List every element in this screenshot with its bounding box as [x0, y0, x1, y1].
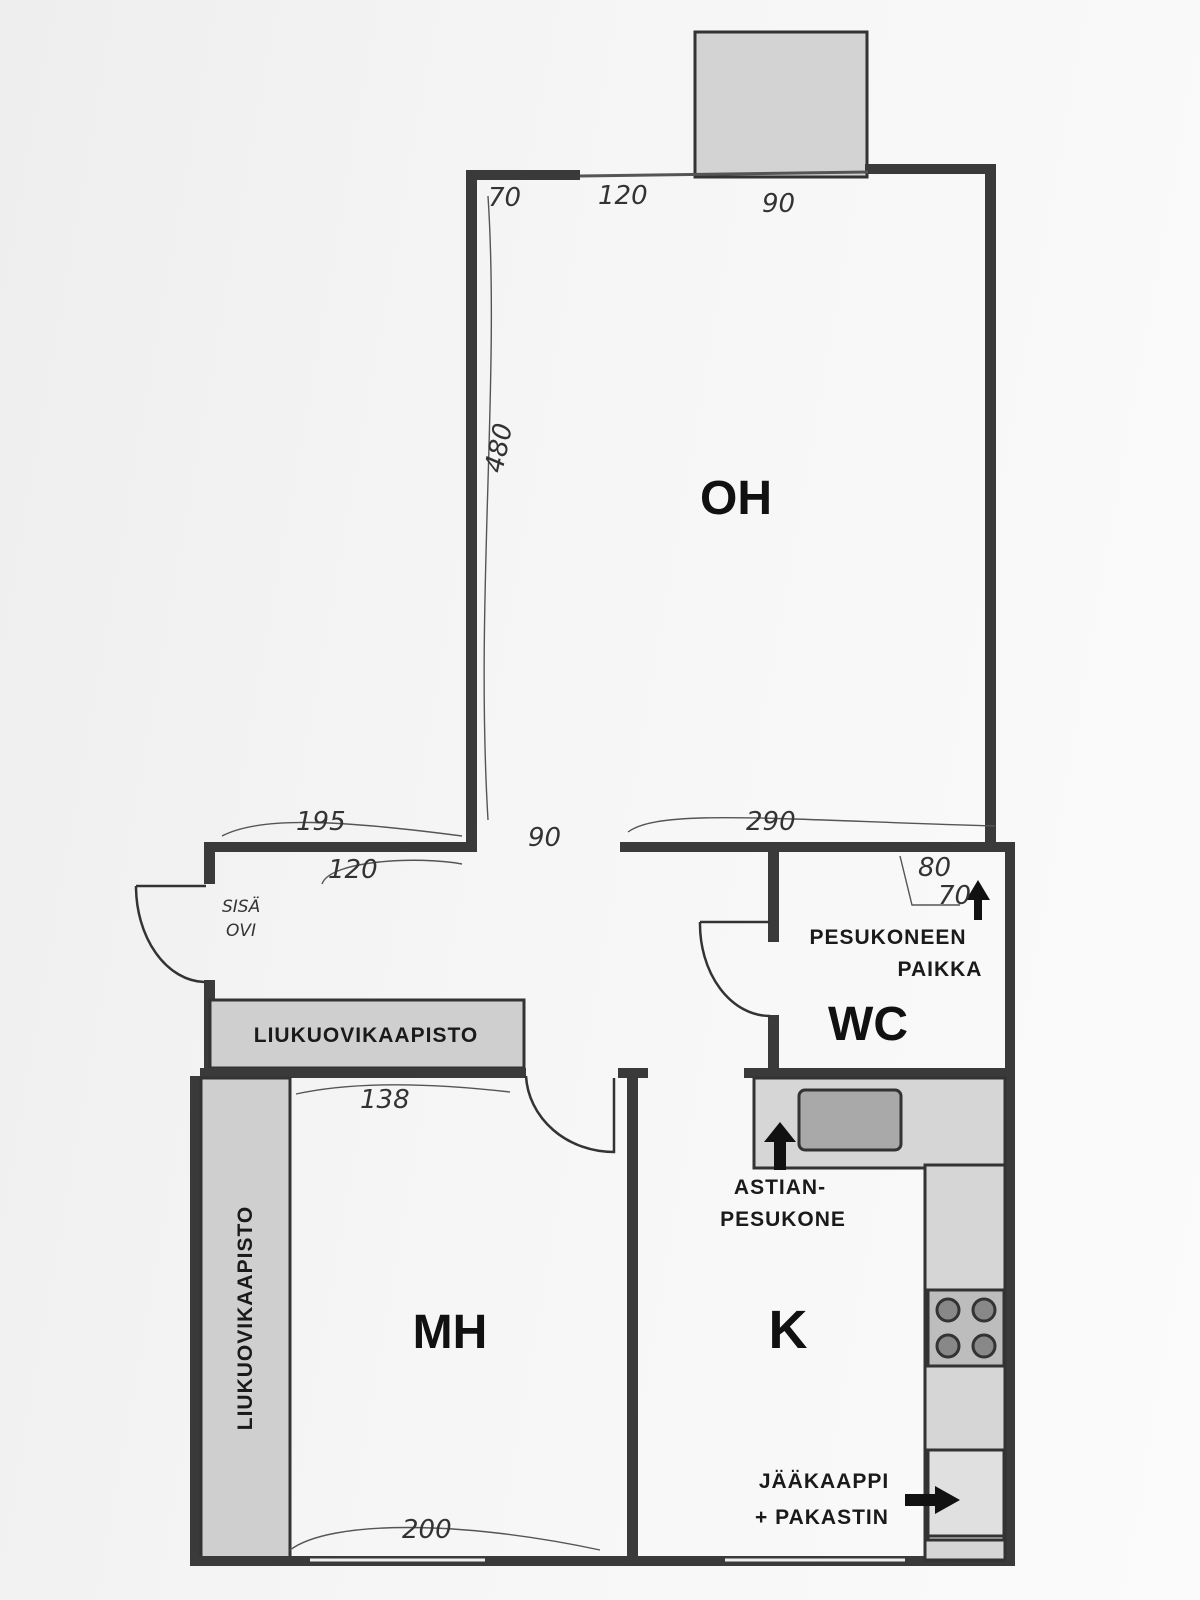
entrance-note-1: SISÄ — [222, 896, 260, 917]
hall-top-wall — [206, 842, 477, 852]
bedroom-left-outer-wall — [190, 1076, 201, 1566]
stove-burner — [971, 1333, 997, 1359]
wc-door-swing — [698, 920, 771, 1018]
living-top-wall-left — [466, 170, 580, 180]
outer-right-wall — [1005, 844, 1015, 1564]
measure-top-window: 120 — [598, 181, 648, 211]
pencil-wc-box — [899, 855, 960, 906]
wc-left-wall-lower — [768, 1015, 779, 1073]
hall-wardrobe-label: LIUKUOVIKAAPISTO — [254, 1024, 478, 1047]
washer-label-2: PAIKKA — [898, 958, 983, 981]
bottom-wall — [190, 1556, 1015, 1566]
measure-hall-width: 195 — [296, 807, 346, 837]
washer-label-1: PESUKONEEN — [809, 926, 966, 949]
measure-top-left: 70 — [488, 183, 521, 213]
measure-left-height: 480 — [480, 421, 520, 476]
measure-top-right: 90 — [762, 189, 795, 219]
measure-mh-bottom: 200 — [402, 1515, 452, 1545]
wc-bottom-wall — [744, 1068, 1006, 1078]
measure-wc-width: 80 — [918, 853, 951, 883]
hall-wardrobe[interactable] — [208, 998, 526, 1070]
bedroom-door-swing — [524, 1075, 616, 1154]
oh-bottom-wall — [620, 842, 996, 852]
pencil-480-line — [483, 195, 493, 821]
room-label-living: OH — [700, 472, 772, 525]
room-label-toilet: WC — [828, 998, 908, 1051]
fridge-label-1: JÄÄKAAPPI — [759, 1470, 889, 1493]
entrance-door-swing — [134, 884, 206, 984]
pencil-195-line — [221, 821, 463, 837]
pencil-138-line — [295, 1084, 511, 1095]
pencil-200-line — [289, 1526, 601, 1551]
pencil-120-bracket — [321, 859, 463, 885]
dishwasher-label-2: PESUKONE — [720, 1208, 846, 1231]
kitchen-sink — [797, 1088, 903, 1152]
measure-wc-depth: 70 — [938, 881, 971, 911]
living-left-wall — [466, 172, 477, 850]
dishwasher-label-1: ASTIAN- — [734, 1176, 826, 1199]
bedroom-wardrobe-label: LIUKUOVIKAAPISTO — [234, 1206, 257, 1430]
bedroom-wardrobe[interactable] — [199, 1076, 292, 1564]
dishwasher-arrow-icon — [764, 1122, 796, 1170]
room-label-kitchen: K — [769, 1300, 808, 1360]
living-window — [579, 170, 869, 178]
stove-burner — [971, 1297, 997, 1323]
pencil-290-line — [627, 816, 996, 833]
fridge-label-2: + PAKASTIN — [755, 1506, 889, 1529]
stove-burner — [935, 1297, 961, 1323]
measure-opening: 90 — [528, 823, 561, 853]
stove-burner — [935, 1333, 961, 1359]
measure-hall-door: 120 — [328, 855, 378, 885]
bedroom-kitchen-wall — [627, 1068, 638, 1564]
entrance-note-2: OVI — [226, 921, 256, 941]
bedroom-top-wall — [200, 1068, 526, 1078]
balcony — [693, 30, 869, 179]
measure-oh-bottom: 290 — [746, 807, 796, 837]
living-top-wall-right — [865, 164, 993, 174]
washer-arrow-icon — [966, 880, 990, 920]
hall-left-wall — [204, 842, 215, 884]
wc-left-wall — [768, 850, 779, 942]
right-wall-connector — [985, 842, 1015, 852]
room-label-bedroom: MH — [413, 1306, 488, 1359]
living-right-wall — [985, 164, 996, 846]
fridge-arrow-icon — [905, 1486, 960, 1514]
measure-mh-top: 138 — [360, 1085, 410, 1115]
